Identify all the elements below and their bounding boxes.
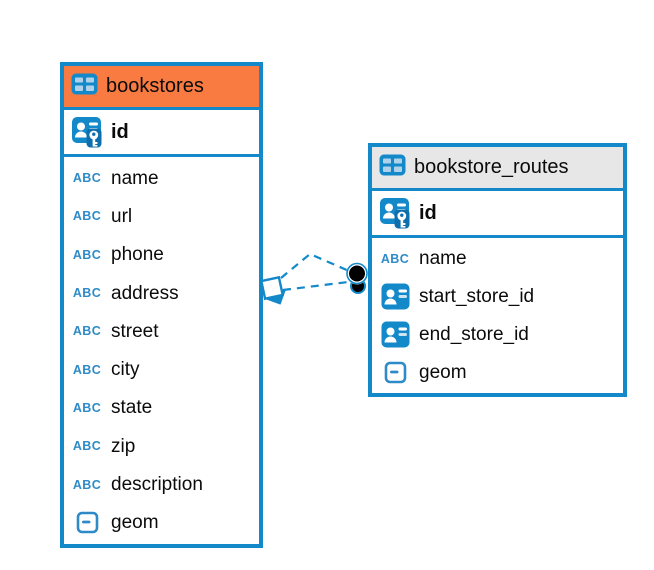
column-name: address — [111, 282, 179, 304]
primary-key-icon — [378, 196, 412, 230]
column-name: zip — [111, 435, 136, 457]
text-type-icon: ABC — [72, 324, 102, 339]
column-name: city — [111, 359, 140, 381]
text-type-icon: ABC — [72, 286, 102, 301]
table-row[interactable]: ABC phone — [64, 236, 259, 274]
table-row[interactable]: ABC name — [372, 240, 623, 278]
table-header-bookstores[interactable]: bookstores — [64, 66, 259, 110]
column-name: name — [111, 167, 159, 189]
text-type-icon: ABC — [72, 477, 102, 492]
geometry-type-icon — [70, 511, 104, 534]
table-name: bookstore_routes — [414, 156, 569, 178]
table-row[interactable]: geom — [372, 353, 623, 391]
column-name: start_store_id — [419, 286, 535, 308]
foreign-key-icon — [378, 321, 412, 348]
table-row[interactable]: end_store_id — [372, 316, 623, 354]
table-bookstores[interactable]: bookstores id — [60, 62, 263, 548]
table-row[interactable]: ABC description — [64, 465, 259, 503]
table-row[interactable]: ABC city — [64, 350, 259, 388]
table-bookstore-routes[interactable]: bookstore_routes id — [368, 143, 627, 397]
table-name: bookstores — [106, 75, 204, 97]
text-type-icon: ABC — [72, 400, 102, 415]
table-row-pk[interactable]: id — [372, 191, 623, 238]
text-type-icon: ABC — [72, 171, 102, 186]
text-type-icon: ABC — [72, 247, 102, 262]
relationship-diamond-endpoint — [259, 275, 286, 305]
text-type-icon: ABC — [380, 251, 410, 266]
table-row[interactable]: ABC zip — [64, 427, 259, 465]
table-row[interactable]: ABC street — [64, 312, 259, 350]
relationship-line[interactable] — [280, 252, 350, 279]
table-row[interactable]: ABC state — [64, 389, 259, 427]
table-icon — [379, 154, 406, 182]
table-columns: ABC name start_store_id — [372, 238, 623, 393]
column-name: id — [111, 121, 129, 143]
text-type-icon: ABC — [72, 439, 102, 454]
column-name: description — [111, 474, 203, 496]
table-icon — [71, 73, 98, 101]
table-row[interactable]: geom — [64, 504, 259, 542]
table-header-bookstore-routes[interactable]: bookstore_routes — [372, 147, 623, 191]
relationship-line[interactable] — [282, 280, 349, 292]
foreign-key-icon — [378, 283, 412, 310]
column-name: name — [419, 248, 467, 270]
table-row[interactable]: ABC address — [64, 274, 259, 312]
table-row-pk[interactable]: id — [64, 110, 259, 157]
relationship-dot-endpoint — [346, 262, 368, 294]
table-columns: ABC name ABC url ABC phone ABC address A… — [64, 157, 259, 544]
geometry-type-icon — [378, 361, 412, 384]
column-name: geom — [419, 361, 467, 383]
column-name: geom — [111, 512, 159, 534]
column-name: id — [419, 202, 437, 224]
table-row[interactable]: ABC name — [64, 159, 259, 197]
column-name: end_store_id — [419, 323, 529, 345]
primary-key-icon — [70, 115, 104, 149]
column-name: phone — [111, 244, 164, 266]
column-name: state — [111, 397, 153, 419]
text-type-icon: ABC — [72, 362, 102, 377]
text-type-icon: ABC — [72, 209, 102, 224]
column-name: street — [111, 320, 159, 342]
table-row[interactable]: start_store_id — [372, 278, 623, 316]
table-row[interactable]: ABC url — [64, 197, 259, 235]
column-name: url — [111, 205, 133, 227]
